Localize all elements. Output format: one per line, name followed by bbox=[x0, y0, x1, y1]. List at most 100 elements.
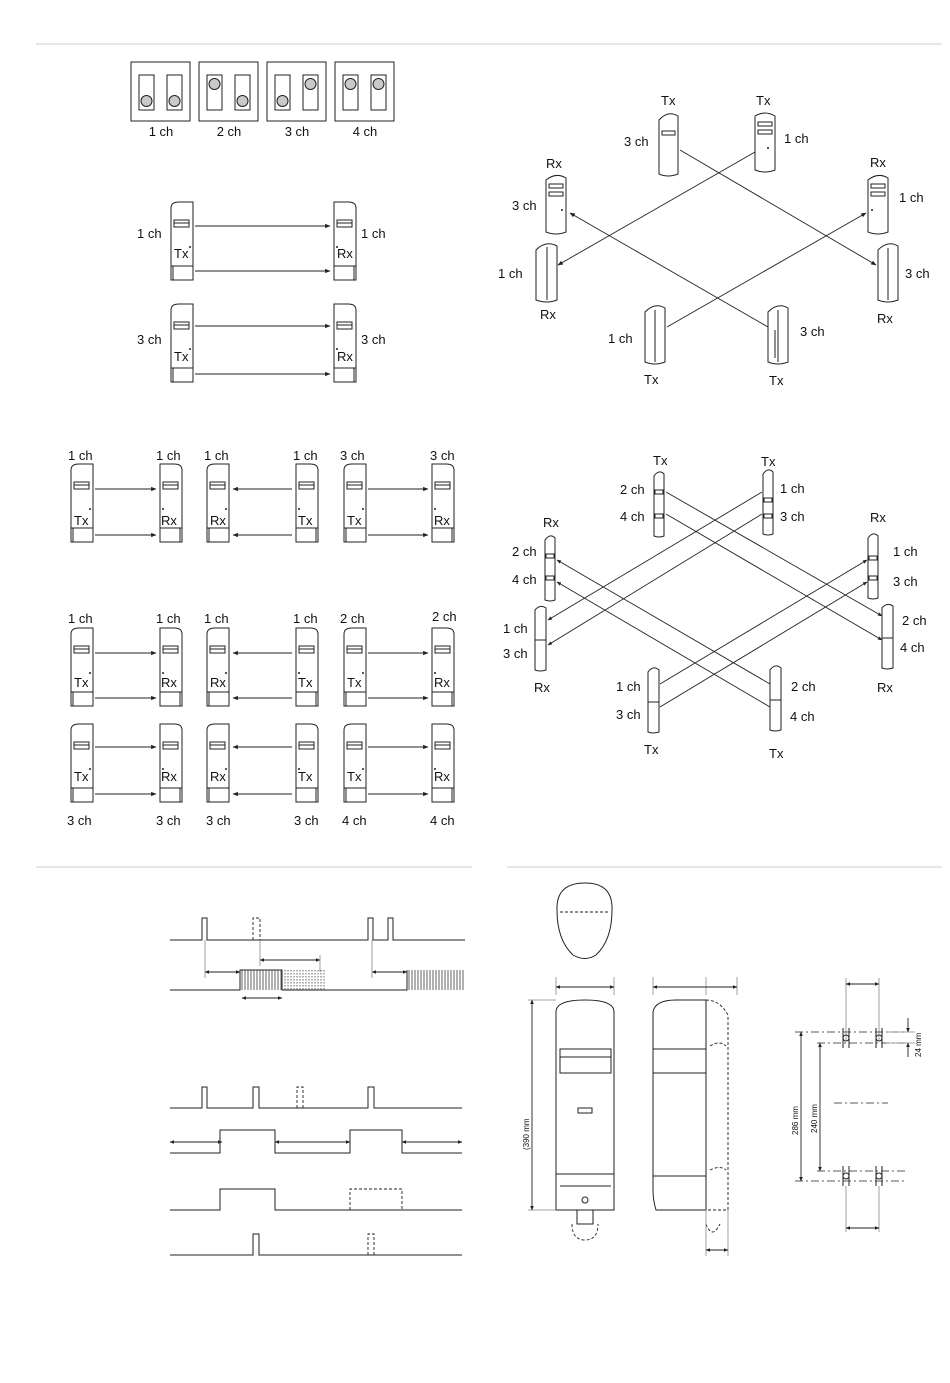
row2-col-6 bbox=[431, 627, 455, 707]
svg-text:1 ch: 1 ch bbox=[293, 448, 318, 463]
alternating-row-3: Tx Rx Rx Tx Tx Rx 3 ch 3 ch 3 ch 3 ch 4 … bbox=[67, 723, 455, 828]
svg-text:Tx: Tx bbox=[644, 742, 659, 757]
svg-text:4 ch: 4 ch bbox=[512, 572, 537, 587]
svg-text:3 ch: 3 ch bbox=[616, 707, 641, 722]
svg-text:Tx: Tx bbox=[347, 513, 362, 528]
tx-column-1ch bbox=[170, 201, 194, 281]
post-rx-upper-right bbox=[867, 174, 889, 235]
dip-switch-2ch: 2 ch bbox=[198, 61, 259, 139]
dim-height-label: (390 mm bbox=[522, 1118, 531, 1150]
timing-diagram-lower bbox=[169, 1086, 463, 1256]
row1-col-1 bbox=[70, 463, 94, 543]
row3-col-6 bbox=[431, 723, 455, 803]
row2-col-4 bbox=[295, 627, 319, 707]
row3-col-1 bbox=[70, 723, 94, 803]
svg-text:Tx: Tx bbox=[644, 372, 659, 387]
svg-text:1 ch: 1 ch bbox=[780, 481, 805, 496]
tall-post-tx-bottom-left bbox=[647, 667, 660, 734]
row2-col-5 bbox=[343, 627, 367, 707]
basic-pair-diagram: 1 ch 1 ch Tx Rx 3 ch 3 ch Tx Rx bbox=[137, 201, 386, 383]
svg-text:1 ch: 1 ch bbox=[68, 448, 93, 463]
svg-text:Rx: Rx bbox=[543, 515, 559, 530]
svg-text:3 ch: 3 ch bbox=[340, 448, 365, 463]
timing-hatch-1 bbox=[241, 970, 464, 990]
row3-col-4 bbox=[295, 723, 319, 803]
svg-text:Tx: Tx bbox=[347, 769, 362, 784]
dip-label-4ch: 4 ch bbox=[353, 124, 378, 139]
svg-text:1 ch: 1 ch bbox=[899, 190, 924, 205]
alternating-row-1: 1 ch 1 ch 1 ch 1 ch 3 ch 3 ch Tx Rx Rx T… bbox=[68, 448, 455, 543]
svg-text:Rx: Rx bbox=[210, 769, 226, 784]
post-tx-top-right bbox=[754, 112, 776, 173]
hole-top-right bbox=[875, 1028, 883, 1048]
svg-text:1 ch: 1 ch bbox=[893, 544, 918, 559]
svg-text:1 ch: 1 ch bbox=[204, 611, 229, 626]
svg-text:Rx: Rx bbox=[877, 680, 893, 695]
row3-col-5 bbox=[343, 723, 367, 803]
svg-text:3 ch: 3 ch bbox=[67, 813, 92, 828]
tall-post-rx-lower-right bbox=[881, 603, 894, 670]
svg-text:3 ch: 3 ch bbox=[624, 134, 649, 149]
svg-text:1 ch: 1 ch bbox=[293, 611, 318, 626]
svg-text:4 ch: 4 ch bbox=[900, 640, 925, 655]
mechanical-drawing: (390 mm 286 mm 240 m bbox=[522, 882, 923, 1256]
pair1-rx-label: Rx bbox=[337, 246, 353, 261]
svg-text:1 ch: 1 ch bbox=[616, 679, 641, 694]
pair-1ch: 1 ch 1 ch Tx Rx bbox=[137, 201, 386, 281]
timing-diagram-upper bbox=[170, 917, 465, 1000]
svg-text:Rx: Rx bbox=[546, 156, 562, 171]
svg-text:Tx: Tx bbox=[756, 93, 771, 108]
dip-switch-3ch: 3 ch bbox=[266, 61, 327, 139]
row2-col-1 bbox=[70, 627, 94, 707]
svg-text:2 ch: 2 ch bbox=[791, 679, 816, 694]
pair1-left-label: 1 ch bbox=[137, 226, 162, 241]
svg-text:1 ch: 1 ch bbox=[503, 621, 528, 636]
svg-text:2 ch: 2 ch bbox=[902, 613, 927, 628]
hole-bottom-left bbox=[842, 1166, 850, 1186]
svg-text:3 ch: 3 ch bbox=[905, 266, 930, 281]
tall-post-tx-top-right bbox=[762, 469, 774, 536]
dim-240-label: 240 mm bbox=[810, 1104, 819, 1133]
svg-text:3 ch: 3 ch bbox=[800, 324, 825, 339]
svg-text:2 ch: 2 ch bbox=[432, 609, 457, 624]
row2-col-3 bbox=[206, 627, 230, 707]
pair3-rx-label: Rx bbox=[337, 349, 353, 364]
pair1-tx-label: Tx bbox=[174, 246, 189, 261]
svg-text:1 ch: 1 ch bbox=[156, 448, 181, 463]
svg-text:Rx: Rx bbox=[877, 311, 893, 326]
svg-text:3 ch: 3 ch bbox=[294, 813, 319, 828]
svg-text:3 ch: 3 ch bbox=[893, 574, 918, 589]
svg-text:2 ch: 2 ch bbox=[340, 611, 365, 626]
svg-text:Tx: Tx bbox=[74, 769, 89, 784]
svg-text:Rx: Rx bbox=[870, 510, 886, 525]
svg-text:Rx: Rx bbox=[161, 513, 177, 528]
svg-text:1 ch: 1 ch bbox=[784, 131, 809, 146]
rx-column-3ch bbox=[333, 303, 357, 383]
svg-text:1 ch: 1 ch bbox=[498, 266, 523, 281]
svg-text:1 ch: 1 ch bbox=[156, 611, 181, 626]
svg-text:3 ch: 3 ch bbox=[206, 813, 231, 828]
svg-text:1 ch: 1 ch bbox=[608, 331, 633, 346]
svg-text:4 ch: 4 ch bbox=[790, 709, 815, 724]
row1-col-6 bbox=[431, 463, 455, 543]
pair3-right-label: 3 ch bbox=[361, 332, 386, 347]
svg-text:Rx: Rx bbox=[434, 675, 450, 690]
svg-text:Tx: Tx bbox=[347, 675, 362, 690]
svg-text:Rx: Rx bbox=[434, 513, 450, 528]
svg-text:Tx: Tx bbox=[298, 513, 313, 528]
svg-text:2 ch: 2 ch bbox=[620, 482, 645, 497]
svg-text:Tx: Tx bbox=[661, 93, 676, 108]
pair1-right-label: 1 ch bbox=[361, 226, 386, 241]
svg-text:3 ch: 3 ch bbox=[156, 813, 181, 828]
post-tx-top-left bbox=[658, 113, 679, 177]
svg-text:Rx: Rx bbox=[870, 155, 886, 170]
row3-col-2 bbox=[159, 723, 183, 803]
tall-post-tx-top-left bbox=[653, 471, 665, 538]
svg-text:Tx: Tx bbox=[74, 675, 89, 690]
row1-col-4 bbox=[295, 463, 319, 543]
rx-column-1ch bbox=[333, 201, 357, 281]
svg-text:4 ch: 4 ch bbox=[430, 813, 455, 828]
svg-text:1 ch: 1 ch bbox=[68, 611, 93, 626]
hole-bottom-right bbox=[875, 1166, 883, 1186]
svg-text:Rx: Rx bbox=[161, 769, 177, 784]
